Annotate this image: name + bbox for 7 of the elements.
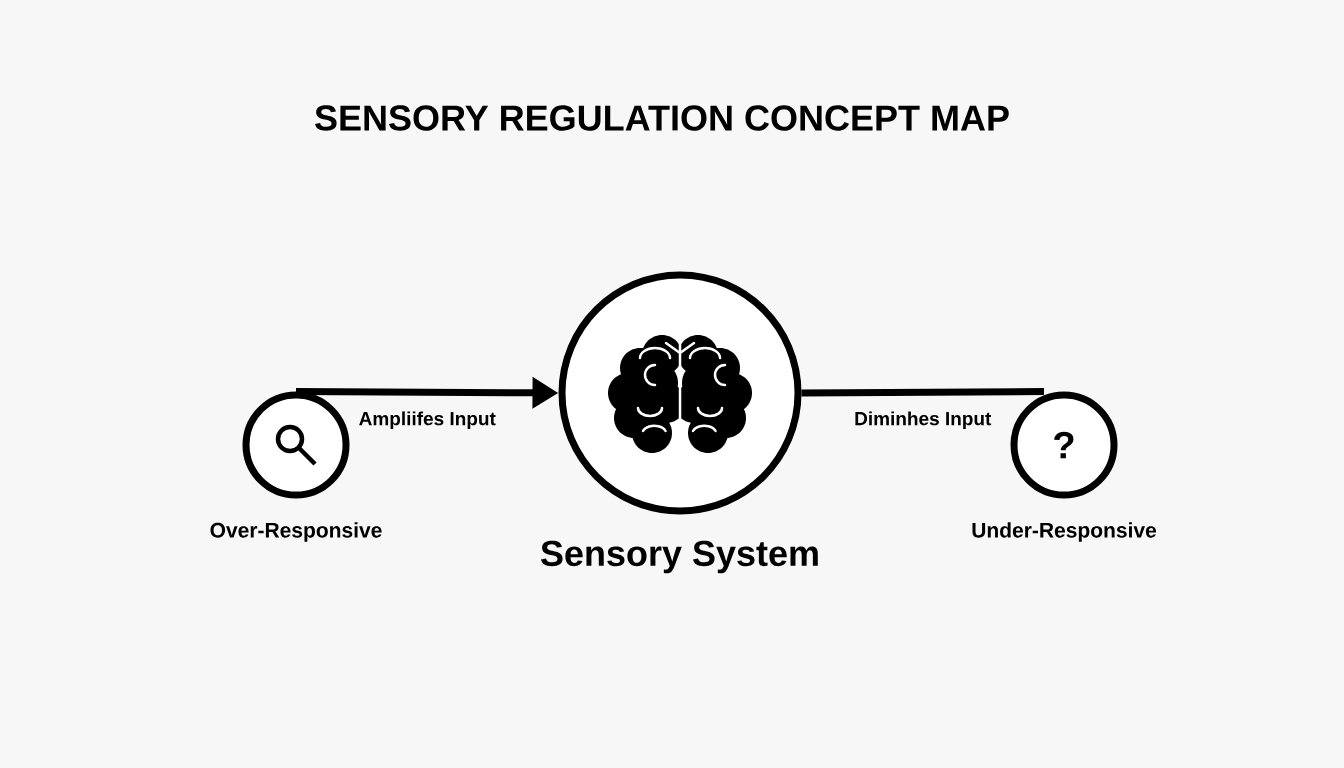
title: SENSORY REGULATION CONCEPT MAP [315, 105, 1009, 131]
node-label: Over-Responsive [210, 522, 382, 542]
edge-label: Diminhes Input [855, 411, 992, 430]
node-label: Under-Responsive [972, 522, 1157, 542]
question-mark: ? [1054, 431, 1074, 459]
node-label: Sensory System [540, 540, 818, 574]
edge-label: Ampliifes Input [359, 411, 496, 430]
